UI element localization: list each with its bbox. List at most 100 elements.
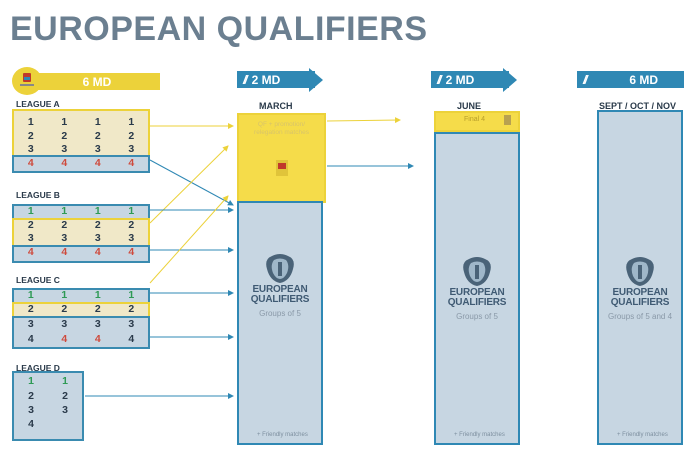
league-cell: 1: [94, 116, 101, 128]
nations-league-md-bar: 6 MD: [34, 73, 160, 90]
autumn-slash-icon: //: [583, 72, 587, 87]
march-groups-text: Groups of 5: [259, 309, 301, 318]
page-title: EUROPEAN QUALIFIERS: [10, 10, 428, 48]
june-final-text: Final 4: [464, 116, 486, 123]
league-cell: 3: [62, 404, 68, 416]
league-cell: 4: [28, 418, 34, 430]
league-cell: 2: [128, 219, 135, 231]
league-cell: 4: [94, 246, 101, 258]
league-cell: 1: [128, 205, 135, 217]
league-cell: 3: [61, 318, 68, 330]
league-cell: 1: [27, 116, 34, 128]
league-cell: 4: [61, 157, 68, 169]
league-a-relegation-group: [12, 155, 150, 173]
autumn-groups-text: Groups of 5 and 4: [607, 312, 673, 321]
autumn-md-label: 6 MD: [629, 72, 658, 87]
nations-league-badge: 6 MD: [12, 67, 160, 95]
league-cell: 2: [94, 219, 101, 231]
march-logo-text-1: EUROPEAN: [252, 284, 308, 295]
league-cell: 1: [61, 116, 68, 128]
league-cell: 1: [128, 116, 135, 128]
league-row: 4: [14, 418, 82, 430]
league-cell: 2: [61, 130, 68, 142]
league-d-title: LEAGUE D: [16, 363, 60, 373]
june-md-bar: // 2 MD: [431, 71, 509, 88]
march-qualifiers-box: EUROPEAN QUALIFIERS Groups of 5 + Friend…: [237, 201, 323, 445]
league-cell: 1: [28, 375, 34, 387]
league-cell: 2: [27, 130, 34, 142]
league-a-top-group: [12, 109, 150, 159]
march-friendly-text: + Friendly matches: [257, 432, 308, 438]
league-cell: 3: [94, 232, 101, 244]
league-cell: 4: [128, 157, 135, 169]
league-cell: 3: [27, 143, 34, 155]
league-b-relegation-group: [12, 245, 150, 263]
league-cell: 3: [94, 143, 101, 155]
june-groups-text: Groups of 5: [456, 312, 498, 321]
nations-league-md-label: 6 MD: [82, 74, 112, 89]
league-d-group: [12, 371, 84, 441]
arrow-march-to-final: [326, 117, 401, 124]
june-logo: EUROPEAN QUALIFIERS Groups of 5: [436, 256, 518, 321]
league-cell: 3: [94, 318, 101, 330]
june-md-label: 2 MD: [445, 72, 475, 87]
june-arrow-icon: [503, 68, 517, 92]
league-cell: 1: [27, 289, 34, 301]
league-cell: 1: [27, 205, 34, 217]
autumn-logo: EUROPEAN QUALIFIERS Groups of 5 and 4: [599, 256, 681, 321]
league-cell: 4: [61, 246, 68, 258]
league-c-title: LEAGUE C: [16, 275, 60, 285]
march-nations-league-icon: [276, 160, 288, 176]
june-logo-text-1: EUROPEAN: [449, 287, 505, 298]
march-label: MARCH: [259, 101, 293, 111]
league-cell: 4: [128, 333, 135, 345]
league-cell: 1: [94, 289, 101, 301]
march-playoff-text: QF + promotion/ relegation matches: [254, 121, 309, 136]
league-cell: 4: [128, 246, 135, 258]
june-logo-text-2: QUALIFIERS: [447, 297, 507, 308]
league-cell: 1: [61, 289, 68, 301]
league-row: 1 1 1 1: [14, 116, 148, 128]
league-cell: 1: [61, 205, 68, 217]
league-cell: 3: [128, 232, 135, 244]
league-cell: 3: [61, 143, 68, 155]
autumn-logo-text-2: QUALIFIERS: [610, 297, 670, 308]
league-row: 3 3 3 3: [14, 232, 148, 244]
league-cell: 4: [27, 333, 34, 345]
march-logo-text-2: QUALIFIERS: [250, 294, 310, 305]
league-cell: 2: [27, 219, 34, 231]
june-final-box: Final 4: [434, 111, 520, 132]
league-cell: 2: [61, 303, 68, 315]
league-cell: 1: [62, 375, 68, 387]
march-md-bar: // 2 MD: [237, 71, 315, 88]
june-label: JUNE: [457, 101, 482, 111]
league-cell: 1: [94, 205, 101, 217]
league-cell: 3: [61, 232, 68, 244]
league-cell: 2: [94, 130, 101, 142]
june-trophy-icon: [463, 257, 491, 286]
june-friendly-text: + Friendly matches: [454, 432, 505, 438]
march-playoff-box: QF + promotion/ relegation matches: [237, 113, 326, 203]
league-cell: 2: [62, 390, 68, 402]
league-cell: 3: [27, 232, 34, 244]
march-slash-icon: //: [243, 72, 247, 87]
league-cell: 4: [61, 333, 68, 345]
march-logo: EUROPEAN QUALIFIERS Groups of 5: [239, 253, 321, 318]
league-cell: 2: [28, 390, 34, 402]
league-cell: 1: [128, 289, 135, 301]
autumn-trophy-icon: [626, 257, 654, 286]
june-qualifiers-box: EUROPEAN QUALIFIERS Groups of 5 + Friend…: [434, 132, 520, 445]
march-trophy-icon: [266, 254, 294, 283]
league-cell: 3: [27, 318, 34, 330]
